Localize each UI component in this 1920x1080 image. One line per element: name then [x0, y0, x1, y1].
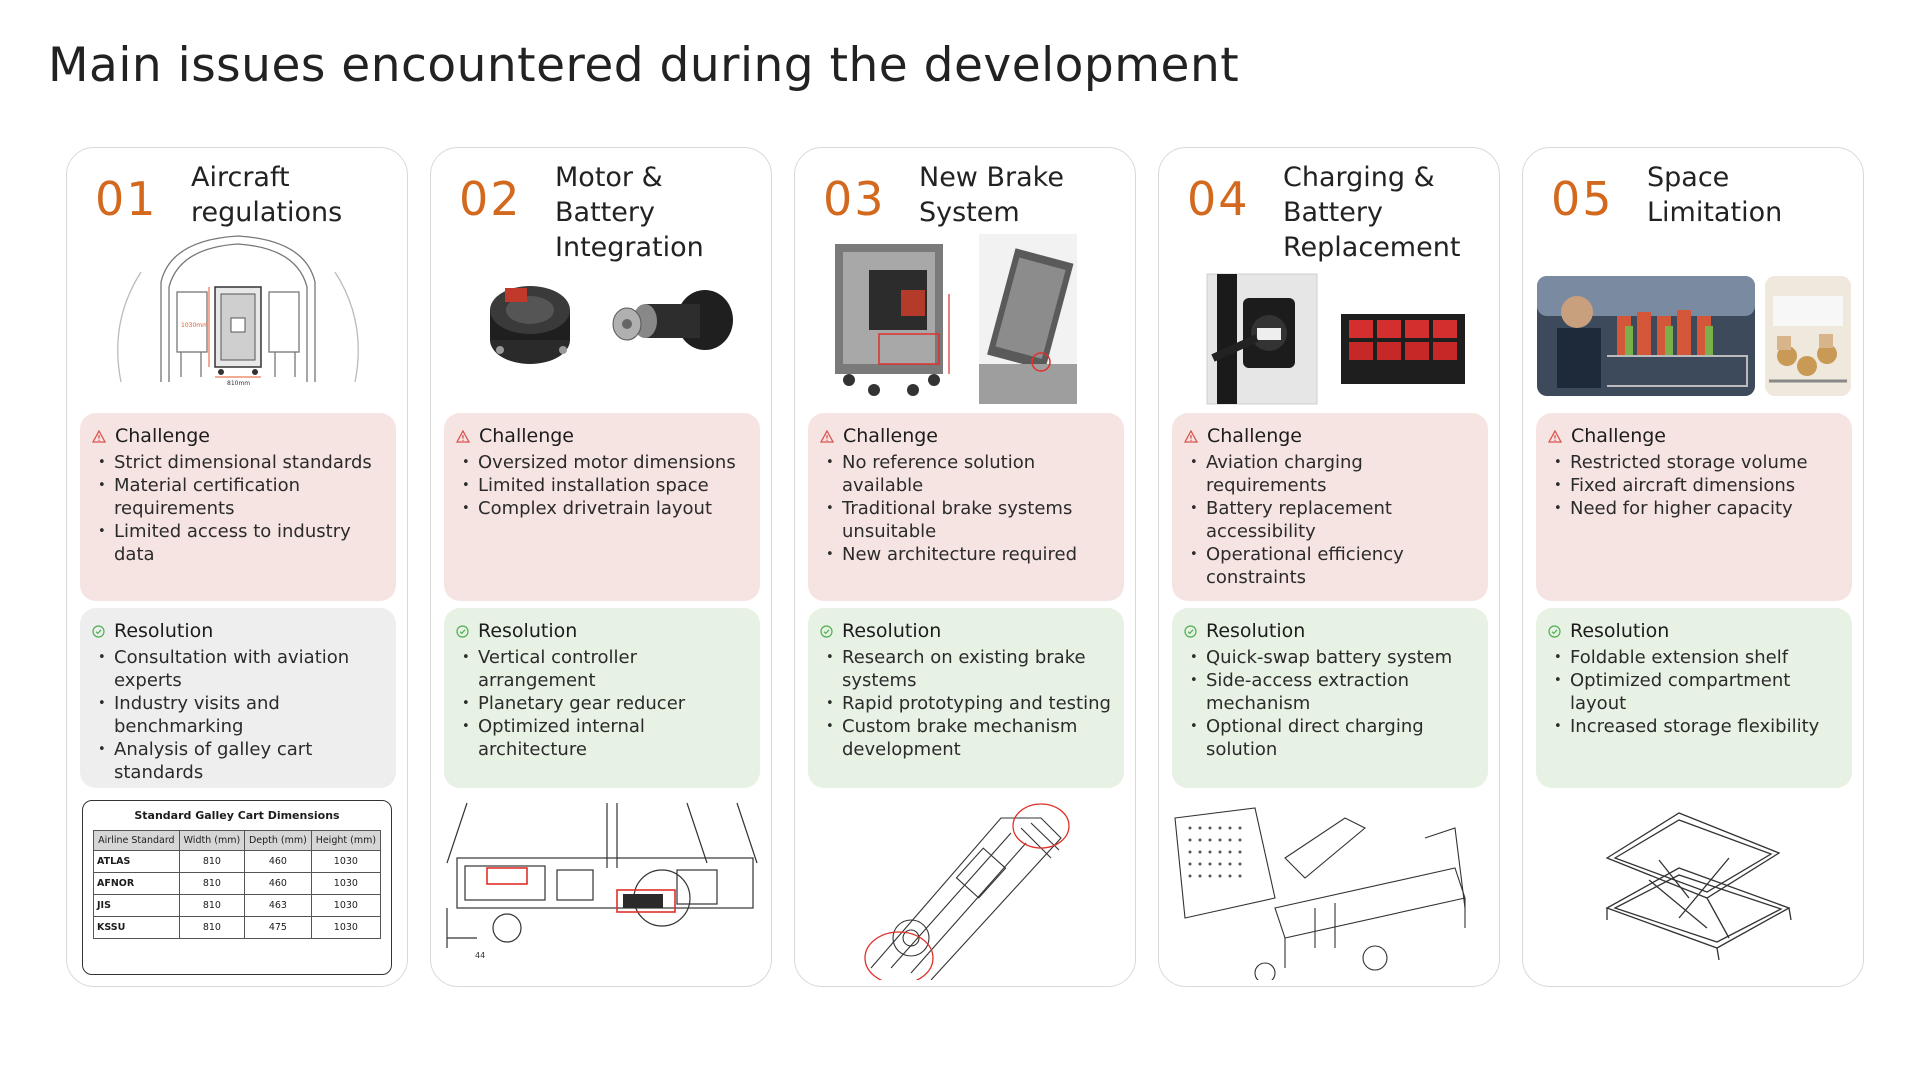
- list-item: Foldable extension shelf: [1552, 646, 1840, 669]
- warning-icon: [92, 429, 106, 443]
- brake-mechanism-drawing: [864, 803, 1070, 980]
- list-item: Analysis of galley cart standards: [96, 738, 384, 784]
- resolution-panel: Resolution Research on existing brake sy…: [808, 608, 1124, 788]
- list-item: Strict dimensional standards: [96, 451, 384, 474]
- resolution-panel: Resolution Consultation with aviation ex…: [80, 608, 396, 788]
- galley-cart-dimensions-table: Standard Galley Cart Dimensions Airline …: [82, 800, 392, 975]
- warning-icon: [1184, 429, 1198, 443]
- challenge-panel: Challenge Strict dimensional standards M…: [80, 413, 396, 601]
- charging-port-battery-image: [1206, 273, 1465, 405]
- check-circle-icon: [1548, 624, 1561, 638]
- resolution-header: Resolution: [456, 620, 748, 642]
- hero-height-label: 1030mm: [181, 322, 208, 329]
- battery-extraction-drawing: [1174, 807, 1466, 980]
- list-item: Quick-swap battery system: [1188, 646, 1476, 669]
- challenge-panel: Challenge No reference solution availabl…: [808, 413, 1124, 601]
- challenge-header: Challenge: [1184, 425, 1476, 447]
- challenge-panel: Challenge Oversized motor dimensions Lim…: [444, 413, 760, 601]
- warning-icon: [1548, 429, 1562, 443]
- list-item: Optimized compartment layout: [1552, 669, 1840, 715]
- table-header: Airline Standard: [93, 830, 180, 851]
- list-item: Aviation charging requirements: [1188, 451, 1476, 497]
- table-header: Height (mm): [310, 830, 382, 851]
- list-item: Side-access extraction mechanism: [1188, 669, 1476, 715]
- resolution-header: Resolution: [1548, 620, 1840, 642]
- check-circle-icon: [92, 624, 105, 638]
- list-item: Need for higher capacity: [1552, 497, 1840, 520]
- card-number: 05: [1551, 172, 1614, 226]
- card-number: 03: [823, 172, 886, 226]
- list-item: Optional direct charging solution: [1188, 715, 1476, 761]
- card-number: 02: [459, 172, 522, 226]
- warning-icon: [456, 429, 470, 443]
- card-number: 04: [1187, 172, 1250, 226]
- list-item: Industry visits and benchmarking: [96, 692, 384, 738]
- hero-width-label: 810mm: [227, 380, 250, 387]
- list-item: Fixed aircraft dimensions: [1552, 474, 1840, 497]
- card-number: 01: [95, 172, 158, 226]
- list-item: Research on existing brake systems: [824, 646, 1112, 692]
- list-item: Material certification requirements: [96, 474, 384, 520]
- warning-icon: [820, 429, 834, 443]
- list-item: Battery replacement accessibility: [1188, 497, 1476, 543]
- check-circle-icon: [820, 624, 833, 638]
- check-circle-icon: [456, 624, 469, 638]
- table-header: Depth (mm): [244, 830, 312, 851]
- resolution-panel: Resolution Vertical controller arrangeme…: [444, 608, 760, 788]
- list-item: Custom brake mechanism development: [824, 715, 1112, 761]
- list-item: No reference solution available: [824, 451, 1112, 497]
- aircraft-cabin-cross-section-image: 1030mm 810mm: [117, 235, 359, 387]
- resolution-panel: Resolution Foldable extension shelf Opti…: [1536, 608, 1852, 788]
- brake-cart-image: [835, 234, 1077, 404]
- list-item: New architecture required: [824, 543, 1112, 566]
- list-item: Planetary gear reducer: [460, 692, 748, 715]
- list-item: Rapid prototyping and testing: [824, 692, 1112, 715]
- challenge-panel: Challenge Aviation charging requirements…: [1172, 413, 1488, 601]
- table-header: Width (mm): [178, 830, 246, 851]
- list-item: Optimized internal architecture: [460, 715, 748, 761]
- list-item: Increased storage flexibility: [1552, 715, 1840, 738]
- resolution-header: Resolution: [820, 620, 1112, 642]
- list-item: Oversized motor dimensions: [460, 451, 748, 474]
- galley-storage-photo: [1537, 276, 1851, 396]
- page-title: Main issues encountered during the devel…: [48, 38, 1240, 93]
- list-item: Vertical controller arrangement: [460, 646, 748, 692]
- challenge-header: Challenge: [1548, 425, 1840, 447]
- table-caption: Standard Galley Cart Dimensions: [134, 809, 340, 822]
- list-item: Restricted storage volume: [1552, 451, 1840, 474]
- resolution-panel: Resolution Quick-swap battery system Sid…: [1172, 608, 1488, 788]
- list-item: Limited installation space: [460, 474, 748, 497]
- list-item: Traditional brake systems unsuitable: [824, 497, 1112, 543]
- motor-image: [490, 286, 733, 364]
- dimension-label: 44: [475, 951, 485, 960]
- challenge-panel: Challenge Restricted storage volume Fixe…: [1536, 413, 1852, 601]
- challenge-header: Challenge: [456, 425, 748, 447]
- list-item: Operational efficiency constraints: [1188, 543, 1476, 589]
- check-circle-icon: [1184, 624, 1197, 638]
- resolution-header: Resolution: [1184, 620, 1476, 642]
- challenge-header: Challenge: [820, 425, 1112, 447]
- foldable-shelf-drawing: [1605, 812, 1792, 961]
- list-item: Complex drivetrain layout: [460, 497, 748, 520]
- drivetrain-section-drawing: 44: [446, 802, 758, 960]
- challenge-header: Challenge: [92, 425, 384, 447]
- list-item: Consultation with aviation experts: [96, 646, 384, 692]
- resolution-header: Resolution: [92, 620, 384, 642]
- list-item: Limited access to industry data: [96, 520, 384, 566]
